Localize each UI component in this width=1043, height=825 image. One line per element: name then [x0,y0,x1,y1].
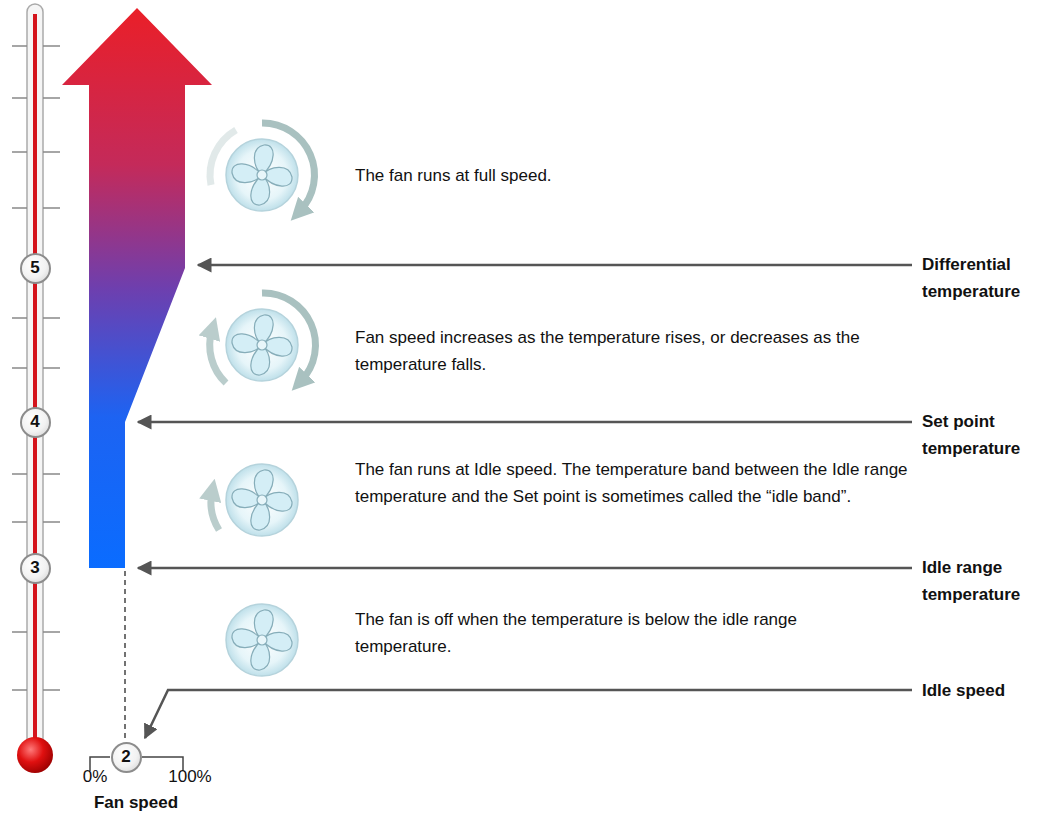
drawing-part [43,151,60,153]
drawing-part [43,317,60,319]
drawing-part [43,367,60,369]
callout-number: 2 [111,742,142,773]
drawing-part [12,317,27,319]
callout-text: 3 [30,558,39,578]
drawing-part [43,45,60,47]
drawing-part [145,690,912,738]
drawing-part [12,473,27,475]
callout-text: 4 [30,412,39,432]
thermometer [12,4,60,773]
callout-number: 4 [20,407,51,438]
drawing-part [43,207,60,209]
drawing-part [12,689,27,691]
threshold-label: Idle speed [922,677,1040,704]
drawing-part [226,309,298,381]
drawing-part [138,567,912,570]
drawing-part [43,521,60,523]
threshold-label: Idle range temperature [922,554,1040,608]
drawing-part [12,367,27,369]
state-description: Fan speed increases as the temperature r… [355,324,915,378]
drawing-part [12,46,60,690]
drawing-part [198,264,912,267]
axis-tick-label: 0% [83,763,108,790]
drawing-part [17,737,53,773]
state-description: The fan runs at full speed. [355,162,915,189]
state-description: The fan runs at Idle speed. The temperat… [355,456,915,510]
state-description: The fan is off when the temperature is b… [355,606,875,660]
drawing-part [211,492,219,530]
drawing-part [262,293,315,381]
callout-text: 5 [30,258,39,278]
callout-number: 5 [20,253,51,284]
drawing-part [226,139,298,211]
fan-icons [226,139,298,676]
callout-text: 2 [121,747,130,767]
callout-number: 3 [20,553,51,584]
idle-speed-dashed-line [124,571,126,740]
drawing-part [138,421,912,424]
drawing-part [12,631,27,633]
rotation-arrows [210,123,316,530]
drawing-part [262,123,314,211]
threshold-label: Set point temperature [922,408,1040,462]
threshold-label: Differential temperature [922,251,1040,305]
heat-arrow [62,8,212,568]
axis-title: Fan speed [94,789,178,816]
drawing-part [27,4,43,749]
drawing-part [226,464,298,536]
drawing-part [226,604,298,676]
drawing-part [12,151,27,153]
drawing-part [12,97,27,99]
drawing-part [210,330,226,383]
axis-tick-label: 100% [168,763,211,790]
drawing-part [12,521,27,523]
drawing-part [12,207,27,209]
drawing-part [43,97,60,99]
drawing-part [43,689,60,691]
drawing-part [33,14,37,749]
drawing-part [43,631,60,633]
drawing-part [43,473,60,475]
drawing-part [210,130,236,185]
drawing-part [12,45,27,47]
